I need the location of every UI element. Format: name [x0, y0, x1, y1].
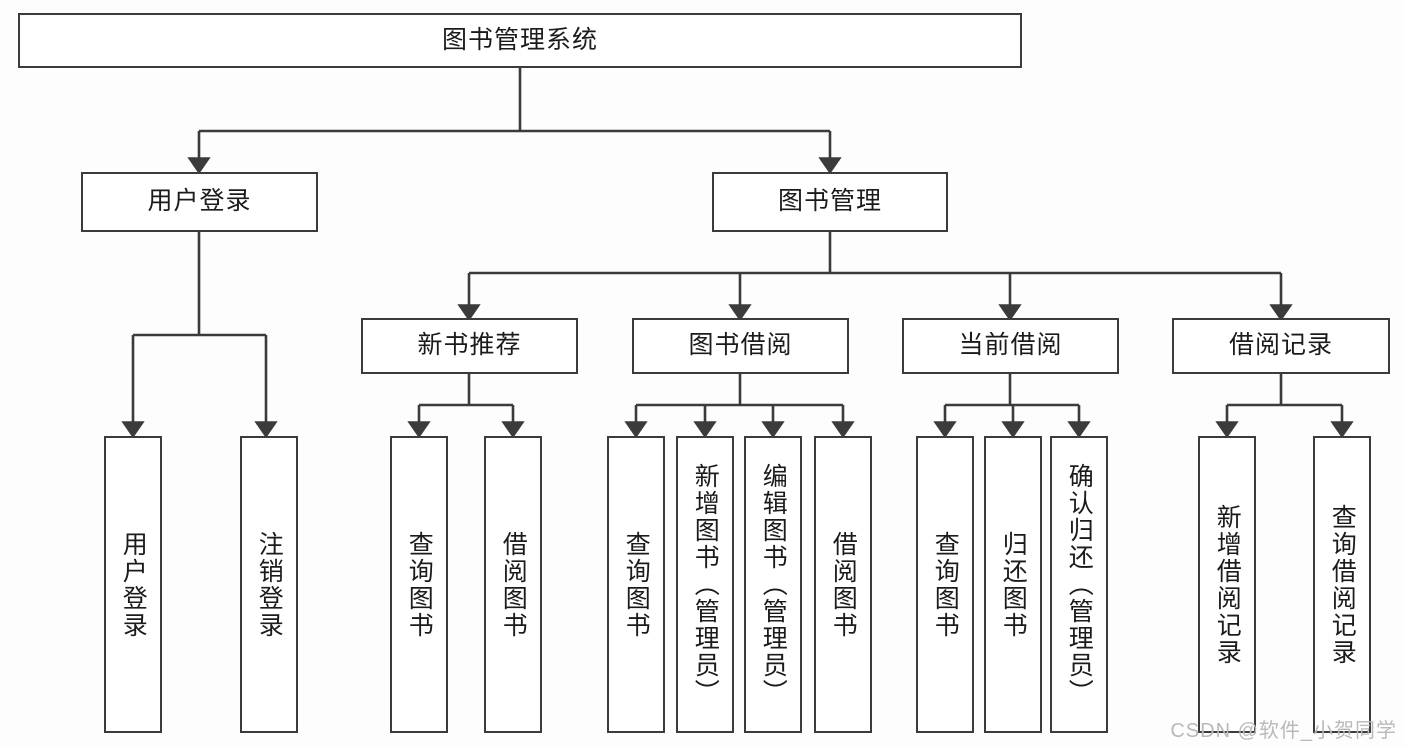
node-book-management[interactable]: 图书管理 — [712, 172, 948, 232]
leaf-book-borrow-borrow[interactable]: 借阅图书 — [814, 436, 872, 733]
leaf-book-borrow-edit[interactable]: 编辑图书（管理员） — [744, 436, 802, 733]
leaf-borrow-record-add[interactable]: 新增借阅记录 — [1198, 436, 1256, 733]
node-current-borrow[interactable]: 当前借阅 — [902, 318, 1119, 374]
leaf-new-book-borrow[interactable]: 借阅图书 — [484, 436, 542, 733]
leaf-user-login-logout[interactable]: 注销登录 — [240, 436, 298, 733]
leaf-user-login-login[interactable]: 用户登录 — [104, 436, 162, 733]
leaf-new-book-query[interactable]: 查询图书 — [390, 436, 448, 733]
leaf-borrow-record-query[interactable]: 查询借阅记录 — [1313, 436, 1371, 733]
leaf-book-borrow-add[interactable]: 新增图书（管理员） — [676, 436, 734, 733]
node-book-borrow[interactable]: 图书借阅 — [632, 318, 849, 374]
node-root-system[interactable]: 图书管理系统 — [18, 13, 1022, 68]
node-borrow-record[interactable]: 借阅记录 — [1172, 318, 1390, 374]
node-new-book-recommend[interactable]: 新书推荐 — [361, 318, 578, 374]
node-user-login[interactable]: 用户登录 — [81, 172, 318, 232]
leaf-current-borrow-query[interactable]: 查询图书 — [916, 436, 974, 733]
leaf-book-borrow-query[interactable]: 查询图书 — [607, 436, 665, 733]
leaf-current-borrow-confirm-return[interactable]: 确认归还（管理员） — [1050, 436, 1108, 733]
leaf-current-borrow-return[interactable]: 归还图书 — [984, 436, 1042, 733]
